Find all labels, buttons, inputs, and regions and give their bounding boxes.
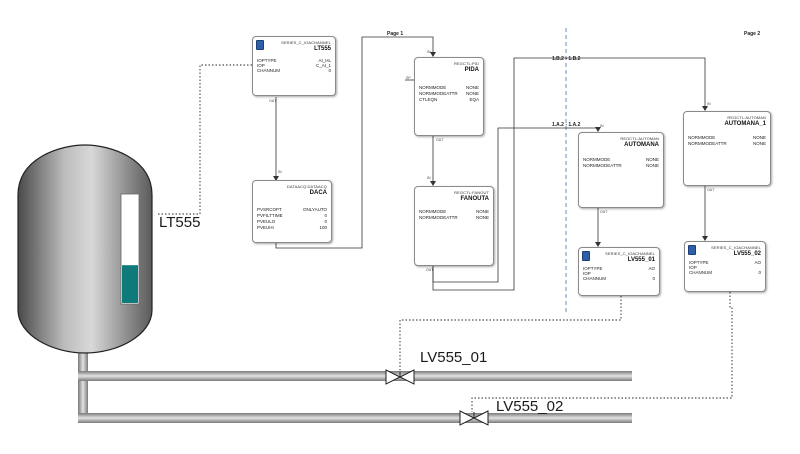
param-value: C_AI_1 [315, 63, 331, 68]
block-type: REGCTL:FANOUT [454, 190, 489, 195]
param-value: 0 [758, 270, 761, 275]
param-value: ONLYAUTO [302, 207, 327, 212]
block-lv555-01[interactable]: SERIES_C_IOACHANNEL LV555_01 IOPTYPE AO I… [578, 247, 660, 296]
param-name: CTLEQN [419, 97, 438, 102]
param-value: 0 [324, 219, 327, 224]
pin-label: OUT [436, 138, 444, 142]
param-name: IOP [689, 265, 697, 270]
block-name: AUTOMANA_1 [724, 121, 766, 127]
param-value: NONE [752, 141, 766, 146]
block-fanouta[interactable]: REGCTL:FANOUT FANOUTA NORMMODE NONE NORMM… [414, 186, 494, 266]
param-value: 0 [324, 213, 327, 218]
block-type: REGCTL:AUTOMAN [620, 136, 659, 141]
param-value: NONE [465, 91, 479, 96]
tank-tag-label: LT555 [159, 214, 201, 231]
offpage-connector-1b2[interactable]: 1.B.2 - 1.B.2 [552, 56, 581, 62]
field-wires [156, 64, 733, 412]
pin-label: SP [406, 76, 411, 80]
param-name: NORMMODE [419, 209, 447, 214]
param-name: IOP [583, 271, 591, 276]
pin-label: IN [427, 50, 431, 54]
pin-label: OUT [269, 99, 277, 103]
param-name: IOPTYPE [689, 260, 709, 265]
tank [17, 144, 153, 354]
block-name: LT555 [314, 46, 331, 52]
pin-label: IN [707, 102, 711, 106]
block-lt555[interactable]: SERIES_C_IOACHANNEL LT555 IOPTYPE AI_HL I… [252, 36, 336, 96]
param-name: CHANNUM [257, 68, 280, 73]
param-name: IOPTYPE [257, 58, 277, 63]
param-name: NORMMODEATTR [688, 141, 727, 146]
valve-lv555-02[interactable] [459, 410, 489, 426]
block-name: FANOUTA [460, 196, 489, 202]
pin-label: IN [278, 170, 282, 174]
block-pida[interactable]: REGCTL:PID PIDA NORMMODE NONE NORMMODEATT… [414, 57, 484, 136]
block-type: SERIES_C_IOACHANNEL [281, 40, 331, 45]
param-name: IOPTYPE [583, 266, 603, 271]
param-name: PVSRCOPT [257, 207, 282, 212]
param-value: NONE [465, 85, 479, 90]
param-value: EQA [469, 97, 479, 102]
block-name: AUTOMANA [624, 142, 659, 148]
valve-lv555-01[interactable] [385, 369, 415, 385]
param-name: PVFILTTIME [257, 213, 283, 218]
pin-label: IN [600, 124, 604, 128]
pipes [78, 345, 632, 423]
pin-label: OUT [600, 210, 608, 214]
param-value: 100 [319, 225, 327, 230]
page-1-label: Page 1 [387, 31, 404, 37]
param-name: NORMMODE [583, 157, 611, 162]
param-value: NONE [645, 163, 659, 168]
param-name: NORMMODEATTR [419, 215, 458, 220]
block-type: DATAACQ:DATAACQ [286, 184, 327, 189]
pin-label: IN [427, 176, 431, 180]
param-name: NORMMODEATTR [419, 91, 458, 96]
wire-arrows [273, 52, 708, 247]
io-channel-icon [688, 245, 696, 255]
param-value: 0 [328, 68, 331, 73]
offpage-connector-1a2[interactable]: 1.A.2 - 1.A.2 [552, 122, 581, 128]
param-name: NORMMODE [688, 135, 716, 140]
block-daca[interactable]: DATAACQ:DATAACQ DACA PVSRCOPT ONLYAUTO PV… [252, 180, 332, 243]
param-name: PVEULO [257, 219, 276, 224]
param-name: IOP [257, 63, 265, 68]
block-type: REGCTL:PID [453, 61, 479, 66]
block-lv555-02[interactable]: SERIES_C_IOACHANNEL LV555_02 IOPTYPE AO I… [684, 241, 766, 292]
block-automana-1[interactable]: REGCTL:AUTOMAN AUTOMANA_1 NORMMODE NONE N… [683, 111, 771, 186]
valve-2-tag-label: LV555_02 [496, 398, 564, 415]
block-type: SERIES_C_IOACHANNEL [711, 245, 761, 250]
param-name: NORMMODE [419, 85, 447, 90]
pin-label: OUT [426, 268, 434, 272]
block-automana[interactable]: REGCTL:AUTOMAN AUTOMANA NORMMODE NONE NOR… [578, 132, 664, 208]
param-value: NONE [475, 209, 489, 214]
io-channel-icon [582, 251, 590, 261]
block-name: LV555_01 [627, 257, 655, 263]
param-value: NONE [475, 215, 489, 220]
block-name: DACA [309, 190, 327, 196]
param-name: CHANNUM [583, 276, 606, 281]
param-name: PVEUHI [257, 225, 274, 230]
page-2-label: Page 2 [744, 31, 761, 37]
level-fill [122, 265, 138, 303]
param-value: 0 [652, 276, 655, 281]
param-value: AI_HL [318, 58, 331, 63]
param-value: NONE [645, 157, 659, 162]
block-type: SERIES_C_IOACHANNEL [605, 251, 655, 256]
block-name: PIDA [464, 67, 479, 73]
pin-label: OUT [707, 188, 715, 192]
block-type: REGCTL:AUTOMAN [727, 115, 766, 120]
param-value: NONE [752, 135, 766, 140]
param-value: AO [648, 266, 655, 271]
valve-1-tag-label: LV555_01 [420, 349, 488, 366]
param-name: CHANNUM [689, 270, 712, 275]
block-name: LV555_02 [733, 251, 761, 257]
param-value: AO [754, 260, 761, 265]
io-channel-icon [256, 40, 264, 50]
param-name: NORMMODEATTR [583, 163, 622, 168]
